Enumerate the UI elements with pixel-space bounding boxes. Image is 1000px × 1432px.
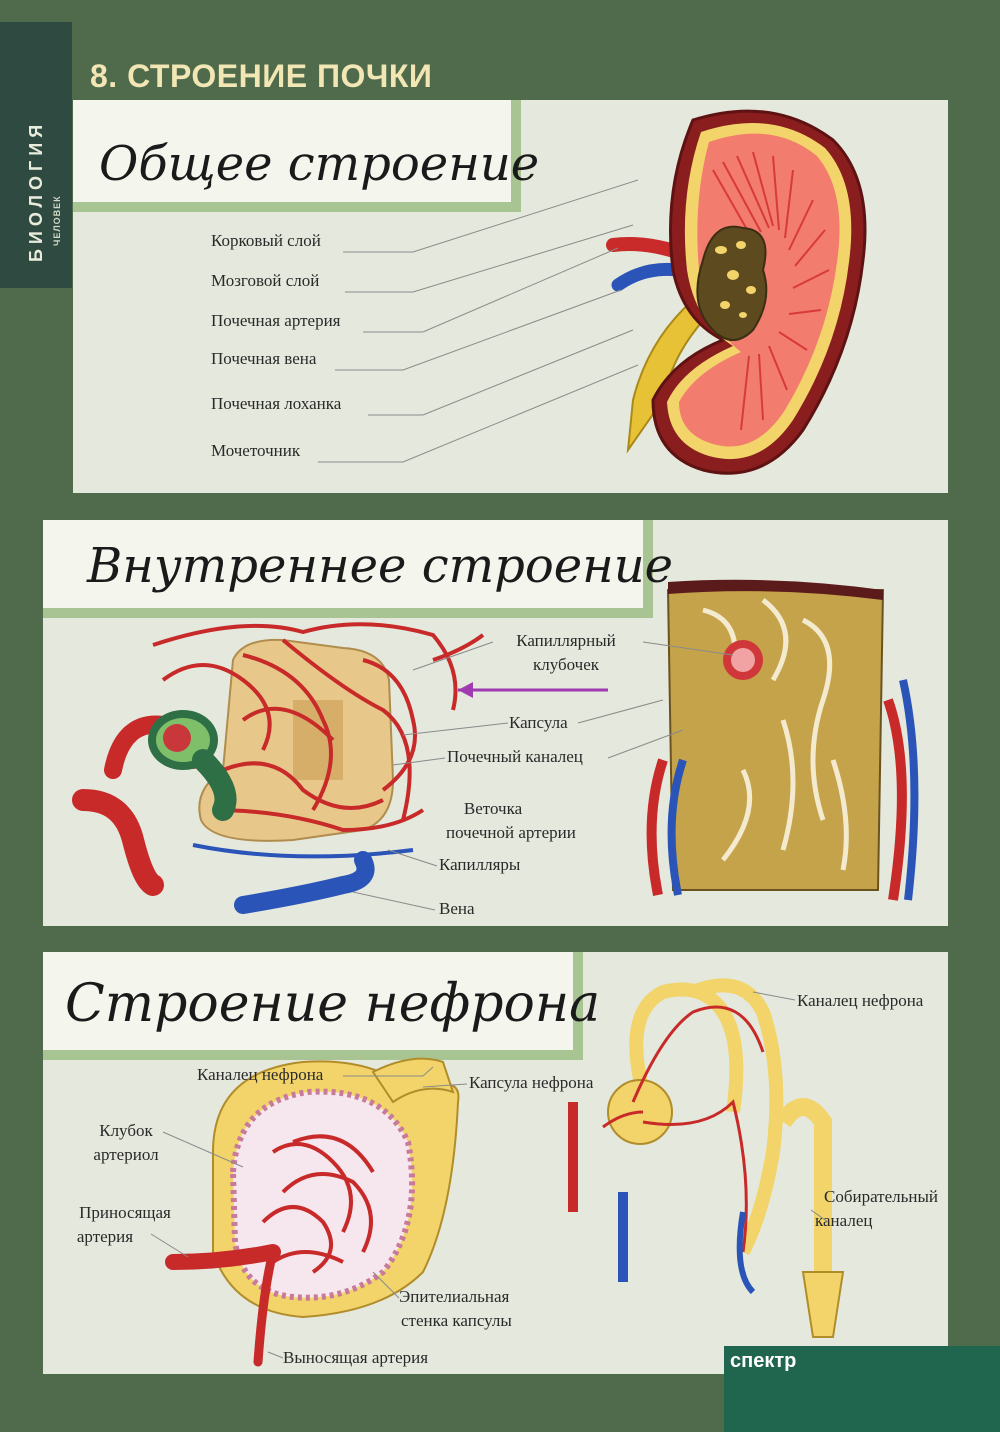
label-collecting-1: Собирательный <box>823 1187 939 1206</box>
label-vein: Вена <box>439 899 475 918</box>
label-medulla: Мозговой слой <box>211 271 320 290</box>
panel-internal: Внутреннее строение <box>43 520 948 926</box>
label-afferent-1: Приносящая <box>79 1203 171 1222</box>
label-nephron-tubule-left: Каналец нефрона <box>197 1065 324 1084</box>
label-renal-vein: Почечная вена <box>211 349 317 368</box>
nephron-illustration <box>165 978 845 1367</box>
label-capillary-glomerulus-2: клубочек <box>532 655 600 674</box>
panel-nephron: Строение нефрона Каналец нефрона <box>43 952 948 1374</box>
label-epithelial-1: Эпителиальная <box>399 1287 510 1306</box>
label-epithelial-2: стенка капсулы <box>401 1311 512 1330</box>
label-renal-artery: Почечная артерия <box>211 311 341 330</box>
label-capillaries: Капилляры <box>439 855 521 874</box>
label-renal-pelvis: Почечная лоханка <box>211 394 342 413</box>
label-capillary-glomerulus-1: Капиллярный <box>516 631 616 650</box>
label-artery-branch-1: Веточка <box>463 799 523 818</box>
side-tab <box>0 22 72 288</box>
kidney-illustration <box>606 109 867 475</box>
label-efferent: Выносящая артерия <box>283 1348 429 1367</box>
label-nephron-tubule-right: Каналец нефрона <box>797 991 924 1010</box>
section-title-nephron: Строение нефрона <box>65 974 601 1034</box>
label-capsule: Капсула <box>509 713 568 732</box>
panel-general: Общее строение Корковый слой Мозговой сл… <box>73 100 948 493</box>
section-title-internal: Внутреннее строение <box>87 538 674 594</box>
publisher-logo: спектр <box>730 1350 797 1372</box>
title-band-nephron <box>43 952 583 1060</box>
subject-label: БИОЛОГИЯ <box>26 119 46 262</box>
label-arteriole-ball-2: артериол <box>93 1145 159 1164</box>
publisher-logo-block <box>724 1346 1000 1432</box>
label-nephron-capsule: Капсула нефрона <box>469 1073 594 1092</box>
label-artery-branch-2: почечной артерии <box>446 823 576 842</box>
label-collecting-2: каналец <box>815 1211 873 1230</box>
label-afferent-2: артерия <box>76 1227 134 1246</box>
topic-label: ЧЕЛОВЕК <box>52 195 62 246</box>
label-renal-tubule: Почечный каналец <box>447 747 583 766</box>
label-ureter: Мочеточник <box>211 441 301 460</box>
page-title: 8. СТРОЕНИЕ ПОЧКИ <box>90 58 433 94</box>
label-arteriole-ball-1: Клубок <box>99 1121 153 1140</box>
title-band-internal <box>43 520 653 618</box>
glomerulus-illustration <box>72 579 919 914</box>
label-cortex: Корковый слой <box>211 231 321 250</box>
